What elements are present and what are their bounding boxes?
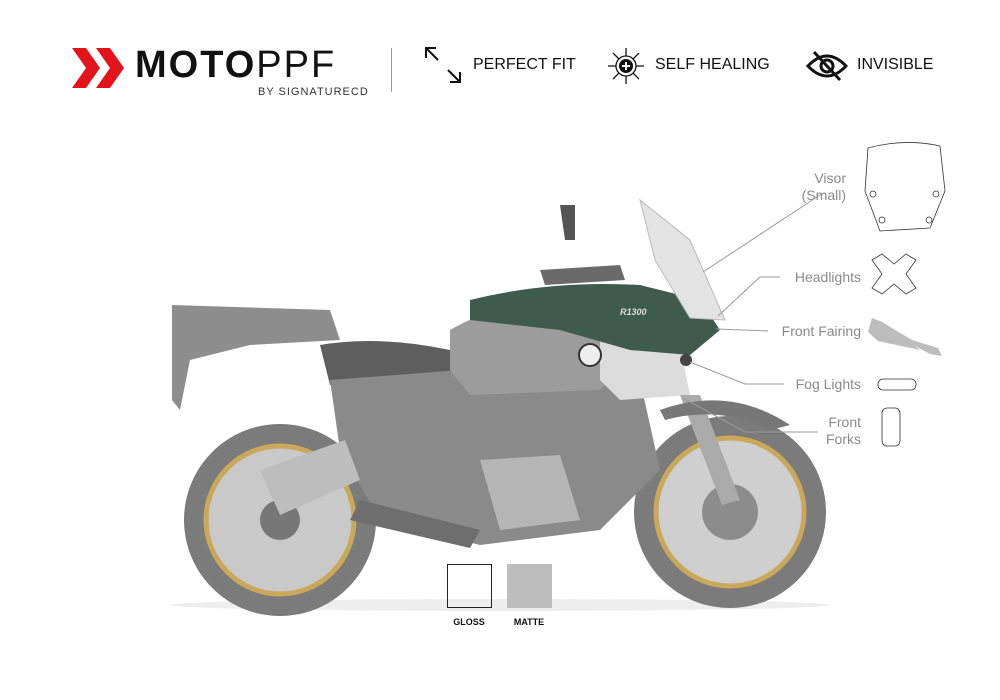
headlights-shape-icon [871,253,917,295]
visor-label-line2: (Small) [801,187,846,203]
header-divider [391,48,392,92]
part-label-fog-lights: Fog Lights [795,376,861,392]
brand-chevrons-icon [72,48,124,88]
part-label-headlights: Headlights [794,269,861,285]
matte-label: MATTE [513,617,545,627]
front-wheel [634,416,826,608]
visor-leader-line [702,192,824,273]
fog-lights-leader-line [689,361,784,385]
brand-tagline: BY SIGNATURECD [258,86,369,98]
front-forks-leader-line [682,397,818,433]
front-fairing-leader-line [715,328,769,332]
matte-swatch[interactable] [507,564,552,608]
brand-name-bold: MOTO [135,44,257,86]
front-forks-shape-icon [881,407,901,447]
visor-shape-icon [864,142,946,232]
part-label-visor: Visor (Small) [760,170,846,204]
self-healing-icon [608,48,644,84]
part-label-front-fairing: Front Fairing [781,323,861,339]
brand-logo: MOTOPPF [135,46,336,84]
front-fairing-shape-icon [868,318,942,356]
front-forks-label-line1: Front [828,414,861,430]
fog-lights-shape-icon [877,378,917,391]
feature-invisible: INVISIBLE [857,56,934,73]
part-label-front-forks: Front Forks [780,414,861,448]
feature-self-healing: SELF HEALING [655,56,770,73]
tank-badge: R1300 [620,307,647,317]
invisible-icon [806,50,848,82]
perfect-fit-icon [425,47,461,83]
gloss-swatch[interactable] [447,564,492,608]
headlights-leader-line [717,276,780,317]
brand-name-light: PPF [256,44,337,86]
visor-label-line1: Visor [814,170,846,186]
gloss-label: GLOSS [453,617,485,627]
feature-perfect-fit: PERFECT FIT [473,56,576,73]
part-shapes [864,142,946,447]
front-forks-label-line2: Forks [826,431,861,447]
